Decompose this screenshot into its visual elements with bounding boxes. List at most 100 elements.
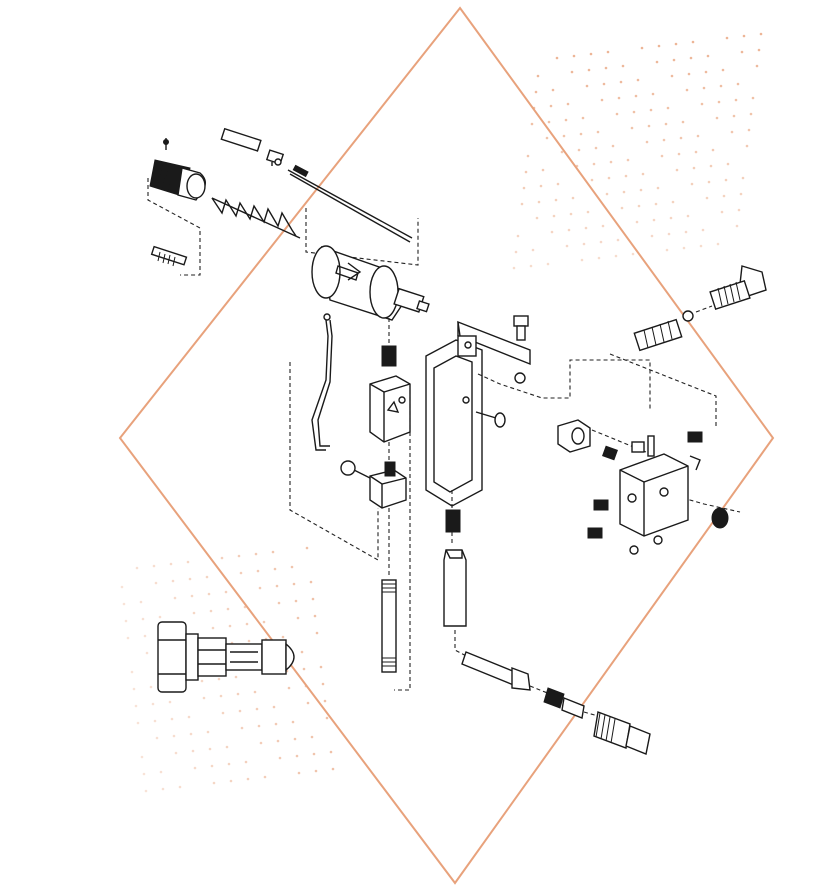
decor-dot [645,140,649,144]
decor-dot [263,775,267,779]
decor-dot [667,232,671,236]
decor-dot [572,54,576,58]
decor-dot [745,144,749,148]
decor-dot [621,64,625,68]
decor-dot [631,252,635,256]
needle-icon [287,164,413,243]
decor-dot [626,158,630,162]
decor-dot [571,196,575,200]
decor-dot [272,705,276,709]
decor-dot [536,74,540,78]
decor-dot [600,98,604,102]
decor-dot [755,64,759,68]
decor-dot [704,70,708,74]
decor-dot [529,264,533,268]
decor-dot [564,118,568,122]
hex-nut-icon [557,419,618,461]
decor-dot [620,206,624,210]
decor-dot [255,707,259,711]
decor-dot [154,581,158,585]
coupler-icon [529,685,651,755]
decor-dot [296,616,300,620]
decor-dot [246,777,250,781]
decor-dot [240,726,244,730]
decor-dot [741,176,745,180]
decor-dot [687,72,691,76]
decor-dot [297,771,301,775]
trigger-icon [425,320,531,507]
decor-dot [699,244,703,248]
decor-dot [615,112,619,116]
decor-dot [141,617,145,621]
pin-icon [475,411,506,428]
decor-dot [310,735,314,739]
decor-dot [287,686,291,690]
decor-dot [596,130,600,134]
block-icon [369,375,411,443]
decor-dot [312,752,316,756]
decor-dot [607,176,611,180]
decor-dot [134,704,138,708]
decor-dot [609,160,613,164]
decor-dot [311,597,315,601]
decor-dot [679,136,683,140]
small-screw-icon [220,127,285,166]
decor-dot [132,687,136,691]
spring-icon [211,197,301,239]
decor-dot [143,634,147,638]
decor-dot [208,747,212,751]
decor-dot [604,66,608,70]
decor-dot [582,242,586,246]
decor-dot [514,250,518,254]
decor-dot [584,226,588,230]
decor-dot [130,670,134,674]
decor-dot [254,552,258,556]
bolt-icon [513,315,529,341]
decor-dot [641,172,645,176]
decor-dot [717,100,721,104]
decor-dot [605,192,609,196]
decor-dot [237,554,241,558]
decor-dot [651,92,655,96]
decor-dot [640,46,644,50]
decor-dot [586,210,590,214]
decor-dot [566,102,570,106]
decor-dot [689,56,693,60]
fitting-icon [381,318,397,367]
hose-icon [443,549,531,691]
decor-dot [597,256,601,260]
decor-dot [730,130,734,134]
decor-dot [516,234,520,238]
decor-dot [259,741,263,745]
decor-dot [759,32,763,36]
decor-dot [732,114,736,118]
decor-dot [675,168,679,172]
decor-dot [577,148,581,152]
decor-dot [550,230,554,234]
decor-dot [302,667,306,671]
decor-dot [581,116,585,120]
decor-dot [258,586,262,590]
decor-dot [757,48,761,52]
decor-dot [153,719,157,723]
decor-dot [193,766,197,770]
decor-dot [616,238,620,242]
decor-dot [594,146,598,150]
decor-dot [158,615,162,619]
decor-dot [155,736,159,740]
decor-dot [617,96,621,100]
diamond-frame [118,6,775,885]
decor-dot [580,258,584,262]
decor-dot [696,134,700,138]
decor-dot [188,577,192,581]
decor-dot [161,787,165,791]
decor-dot [292,582,296,586]
decor-dot [677,152,681,156]
lower-block-icon [340,460,407,509]
decor-dot [257,724,261,728]
decor-dot [716,242,720,246]
decor-dot [655,60,659,64]
decor-dot [735,224,739,228]
decor-dot [234,675,238,679]
decor-dot [168,700,172,704]
